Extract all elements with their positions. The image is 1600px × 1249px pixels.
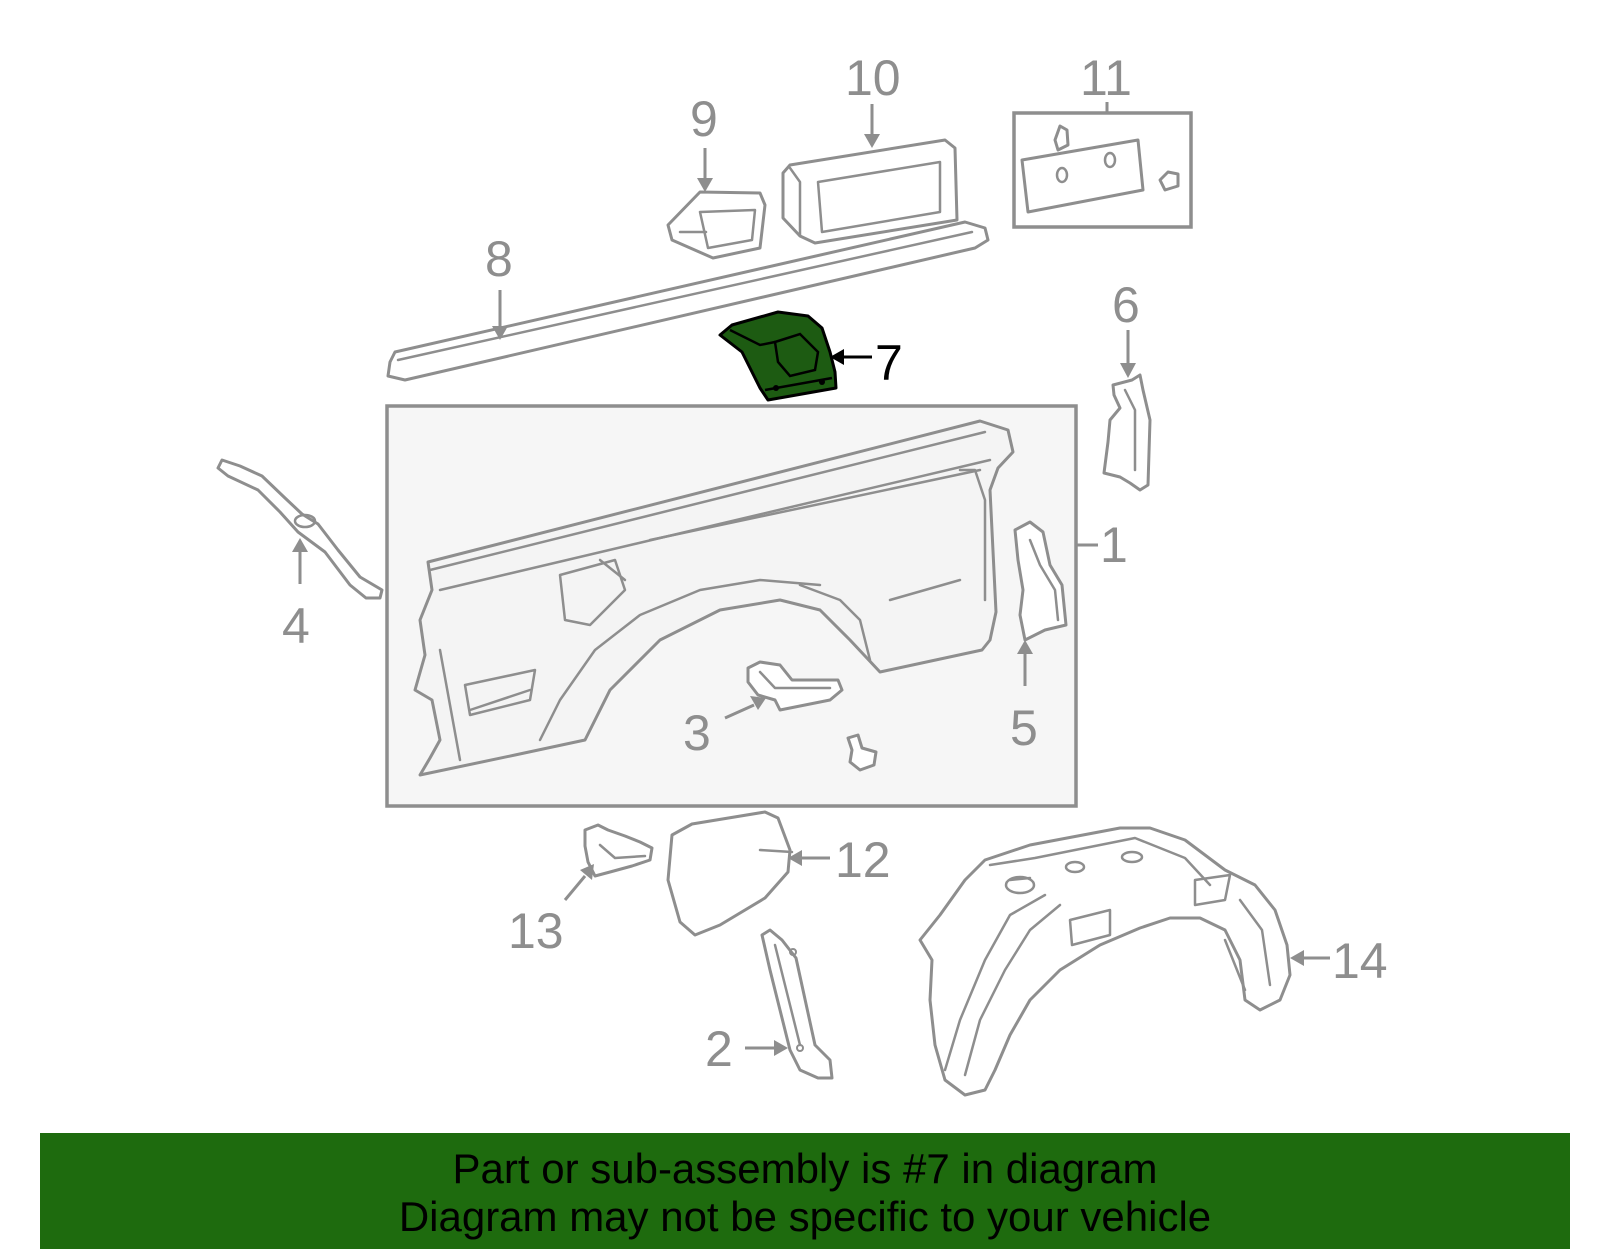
part-9-stake-pocket-cover[interactable] — [666, 190, 767, 260]
callout-3: 3 — [683, 705, 711, 761]
callout-1: 1 — [1100, 517, 1128, 573]
callout-8: 8 — [485, 231, 513, 287]
part-14-wheel-liner[interactable] — [918, 826, 1292, 1097]
banner-line-part: Part or sub-assembly is #7 in diagram — [452, 1145, 1158, 1192]
part-7-bracket-highlighted[interactable] — [718, 310, 838, 402]
callout-12: 12 — [835, 832, 891, 888]
callout-13: 13 — [508, 903, 564, 959]
part-3-bracket[interactable] — [746, 660, 844, 712]
callout-14: 14 — [1332, 933, 1388, 989]
part-5-corner-bracket[interactable] — [1013, 520, 1068, 642]
callout-7: 7 — [875, 335, 903, 391]
callout-labels: 10 11 9 8 6 7 1 4 5 3 12 13 14 2 — [282, 50, 1388, 1077]
callout-9: 9 — [690, 91, 718, 147]
callout-2: 2 — [705, 1021, 733, 1077]
part-13-hinge[interactable] — [583, 823, 654, 878]
callout-11: 11 — [1080, 50, 1132, 106]
leader-lines — [292, 102, 1330, 1056]
part-4-rod[interactable] — [216, 458, 384, 600]
info-banner: Part or sub-assembly is #7 in diagram Di… — [40, 1133, 1570, 1249]
part-12-fuel-door[interactable] — [666, 810, 794, 937]
part-6-bracket[interactable] — [1102, 373, 1152, 492]
part-11-hardware-set[interactable] — [1012, 111, 1193, 229]
part-2-bracket[interactable] — [760, 928, 834, 1080]
callout-5: 5 — [1010, 700, 1038, 756]
part-8-rail-cap[interactable] — [386, 220, 990, 382]
banner-line-disclaimer: Diagram may not be specific to your vehi… — [398, 1193, 1212, 1240]
callout-10: 10 — [845, 50, 901, 106]
part-10-stake-pocket-large[interactable] — [781, 138, 959, 245]
part-1-bedside-panel[interactable] — [413, 419, 1015, 777]
callout-6: 6 — [1112, 277, 1140, 333]
part-3-fastener[interactable] — [846, 733, 878, 772]
callout-4: 4 — [282, 598, 310, 654]
